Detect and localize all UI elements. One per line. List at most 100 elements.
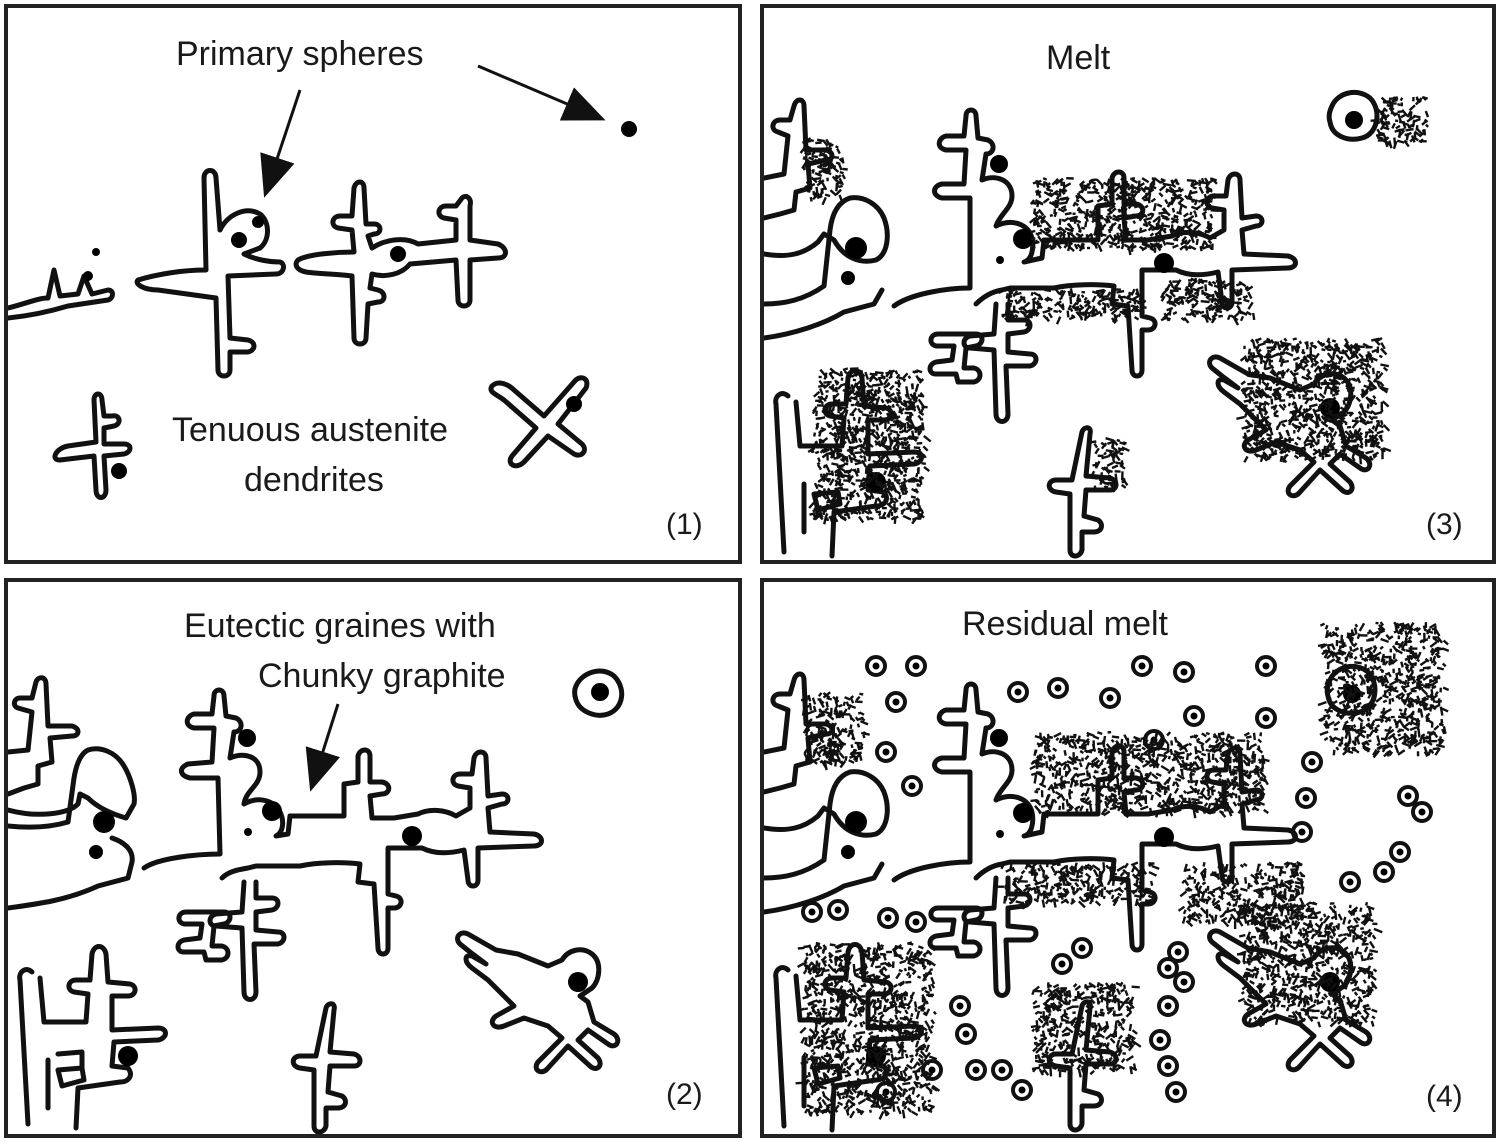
melt-dash	[1347, 909, 1354, 917]
melt-dash	[834, 480, 839, 487]
melt-dash	[1222, 869, 1228, 874]
melt-dash	[1270, 339, 1275, 344]
melt-dash	[802, 137, 812, 144]
melt-dash	[1365, 396, 1373, 405]
melt-dash	[896, 400, 901, 404]
melt-dash	[1314, 941, 1319, 945]
melt-dash	[1034, 805, 1042, 813]
melt-dash	[1376, 136, 1384, 140]
melt-dash	[1296, 861, 1303, 866]
melt-dash	[808, 160, 817, 165]
melt-dash	[838, 157, 844, 163]
melt-dash	[1098, 870, 1102, 880]
melt-dash	[1219, 873, 1224, 878]
melt-dash	[1112, 214, 1119, 220]
melt-dash	[853, 444, 862, 450]
residual-melt-hatching	[795, 621, 1450, 1120]
melt-dash	[1292, 388, 1297, 394]
melt-dash	[1155, 787, 1160, 793]
melt-dash	[822, 406, 827, 412]
melt-dash	[1126, 809, 1131, 815]
melt-dash	[1245, 735, 1252, 739]
melt-dash	[1179, 800, 1185, 808]
melt-dash	[1189, 286, 1194, 293]
melt-dash	[1310, 908, 1316, 915]
melt-dash	[1187, 767, 1197, 774]
melt-dash	[1256, 403, 1263, 411]
melt-dash	[1030, 799, 1038, 803]
melt-dash	[1274, 943, 1278, 950]
primary-sphere	[111, 463, 127, 479]
melt-dash	[1359, 403, 1365, 412]
melt-dash	[1229, 736, 1235, 740]
graphite-nodule	[996, 830, 1004, 838]
melt-dash	[1290, 409, 1296, 414]
melt-dash	[1091, 184, 1097, 190]
melt-dash	[842, 388, 851, 395]
melt-dash	[1168, 795, 1172, 803]
melt-dash	[1111, 735, 1120, 739]
melt-dash	[1088, 864, 1094, 870]
melt-dash	[1149, 740, 1154, 745]
melt-dash	[1260, 1002, 1265, 1012]
melt-dash	[1282, 403, 1287, 409]
melt-dash	[1269, 1002, 1275, 1009]
melt-dash	[1076, 223, 1082, 233]
melt-dash	[1113, 764, 1118, 773]
melt-dash	[1270, 980, 1277, 986]
melt-dash	[1247, 382, 1256, 386]
melt-dash	[1297, 383, 1303, 388]
melt-dash	[1060, 760, 1068, 767]
melt-dash	[1135, 744, 1142, 749]
melt-dash	[842, 435, 848, 440]
melt-dash	[1139, 752, 1144, 758]
melt-dash	[1288, 393, 1294, 399]
melt-dash	[807, 167, 811, 173]
melt-dash	[1193, 310, 1201, 314]
melt-dash	[1340, 436, 1345, 441]
secondary-nodule-ring	[1411, 801, 1433, 823]
melt-dash	[1253, 781, 1262, 788]
melt-dash	[1212, 193, 1217, 200]
melt-dash	[1347, 919, 1352, 925]
melt-dash	[1244, 370, 1250, 375]
melt-dash	[1337, 913, 1343, 921]
melt-dash	[1372, 454, 1378, 459]
melt-dash	[1038, 782, 1047, 788]
melt-dash	[1246, 441, 1253, 447]
melt-dash	[1148, 222, 1156, 230]
melt-dash	[880, 431, 885, 437]
melt-dash	[1363, 928, 1372, 936]
melt-dash	[1261, 910, 1268, 919]
melt-dash	[1088, 179, 1097, 185]
melt-dash	[1035, 759, 1040, 770]
melt-dash	[1275, 912, 1279, 918]
primary-sphere	[92, 248, 100, 256]
melt-dash	[1300, 1008, 1307, 1012]
arrow-to-dendrite-sphere	[260, 89, 302, 198]
melt-dash	[1366, 420, 1370, 424]
melt-dash	[1053, 781, 1058, 787]
melt-dash	[1310, 933, 1316, 940]
melt-dash	[1250, 371, 1256, 378]
melt-dash	[824, 512, 829, 518]
melt-dash	[806, 145, 813, 150]
melt-dash	[1246, 429, 1251, 433]
melt-dash	[1287, 445, 1291, 450]
melt-dash	[1271, 914, 1277, 924]
melt-dash	[813, 749, 818, 754]
melt-dash	[1124, 314, 1131, 321]
melt-dash	[1335, 415, 1344, 420]
melt-dash	[864, 371, 870, 380]
melt-dash	[1263, 400, 1271, 406]
graphite-nodule	[1013, 803, 1033, 823]
melt-dash	[1048, 804, 1053, 812]
melt-dash	[874, 473, 879, 479]
melt-dash	[1333, 1007, 1338, 1012]
melt-dash	[894, 381, 902, 386]
melt-dash	[1193, 868, 1198, 874]
melt-dash	[1302, 960, 1307, 965]
melt-dash	[1220, 878, 1226, 883]
melt-dash	[1158, 184, 1167, 192]
melt-dash	[1038, 810, 1043, 815]
